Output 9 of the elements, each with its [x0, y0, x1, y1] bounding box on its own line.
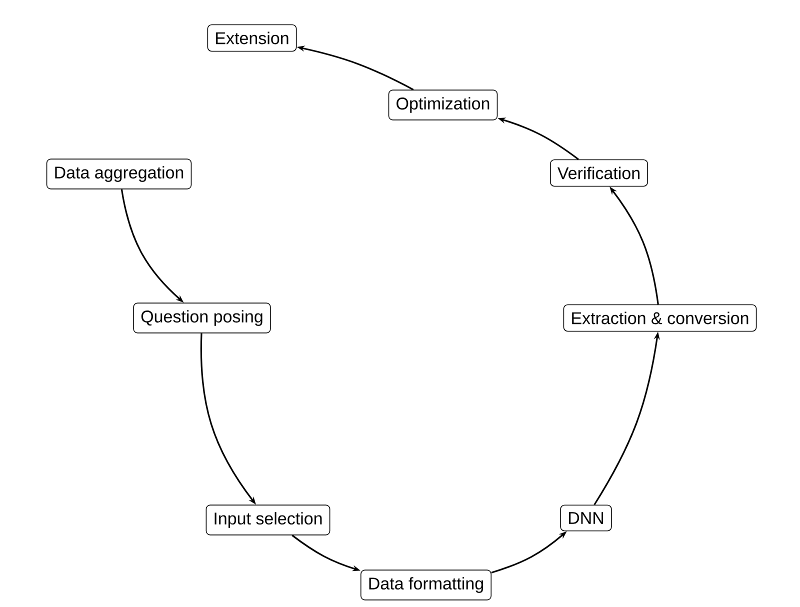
process-box: Data aggregation [46, 158, 192, 190]
process-box: Input selection [206, 504, 330, 536]
process-box: Extension [207, 24, 297, 52]
process-box: Data formatting [360, 570, 492, 600]
process-box: Verification [550, 159, 648, 187]
process-box: Question posing [133, 302, 271, 334]
process-box: DNN [560, 504, 612, 532]
process-box: Optimization [388, 90, 498, 120]
process-box: Extraction & conversion [563, 304, 757, 332]
